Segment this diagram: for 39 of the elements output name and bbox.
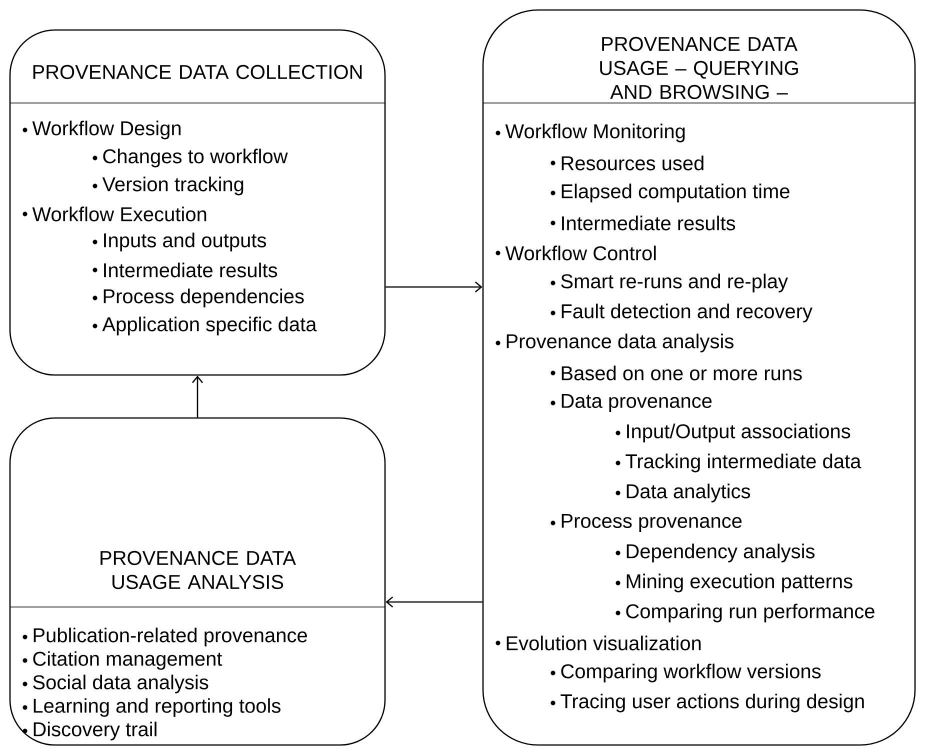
bullet-item: Comparing workflow versions bbox=[550, 664, 821, 682]
bullet-item: Application specific data bbox=[92, 316, 317, 336]
bullet-item: Inputs and outputs bbox=[92, 232, 266, 252]
bullet-item: Workflow Design bbox=[22, 120, 181, 140]
bullet-item: Version tracking bbox=[92, 176, 244, 196]
bullet-item: Data analytics bbox=[616, 484, 750, 502]
bullet-item: Comparing run performance bbox=[616, 604, 874, 622]
heading: PROVENANCE DATA USAGE – QUERYING AND BROWSING – bbox=[600, 36, 798, 100]
bullet-item: Discovery trail bbox=[22, 722, 156, 740]
bullet-item: Provenance data analysis bbox=[496, 334, 734, 352]
bullet-item: Workflow Control bbox=[496, 246, 656, 260]
heading: PROVENANCE DATA COLLECTION bbox=[33, 64, 362, 80]
bullet-item: Workflow Monitoring bbox=[496, 124, 685, 142]
bullet-item: Process provenance bbox=[550, 514, 742, 532]
bullet-item: Changes to workflow bbox=[92, 148, 288, 168]
bullet-item: Resources used bbox=[550, 156, 704, 170]
bullet-item: Citation management bbox=[22, 651, 222, 670]
bullet-item: Workflow Execution bbox=[22, 206, 206, 222]
bullet-item: Dependency analysis bbox=[616, 544, 815, 562]
bullet-item: Smart re-runs and re-play bbox=[550, 274, 788, 292]
bullet-item: Learning and reporting tools bbox=[22, 698, 280, 717]
arrow bbox=[386, 282, 482, 292]
arrow bbox=[386, 596, 482, 608]
bullet-item: Publication-related provenance bbox=[22, 628, 307, 646]
bullet-item: Based on one or more runs bbox=[550, 366, 802, 380]
bullet-item: Intermediate results bbox=[92, 262, 278, 278]
bullet-item: Input/Output associations bbox=[616, 424, 850, 442]
bullet-item: Tracking intermediate data bbox=[616, 454, 862, 472]
arrow bbox=[192, 376, 203, 418]
bullet-item: Elapsed computation time bbox=[550, 184, 790, 202]
bullet-item: Fault detection and recovery bbox=[550, 304, 812, 322]
bullet-item: Process dependencies bbox=[92, 288, 304, 308]
bullet-item: Mining execution patterns bbox=[616, 574, 852, 592]
bullet-item: Social data analysis bbox=[22, 674, 208, 694]
heading: PROVENANCE DATA USAGE ANALYSIS bbox=[100, 550, 296, 590]
bullet-item: Tracing user actions during design bbox=[550, 694, 864, 712]
bullet-item: Evolution visualization bbox=[496, 636, 701, 650]
bullet-item: Intermediate results bbox=[550, 216, 736, 230]
bullet-item: Data provenance bbox=[550, 394, 712, 412]
